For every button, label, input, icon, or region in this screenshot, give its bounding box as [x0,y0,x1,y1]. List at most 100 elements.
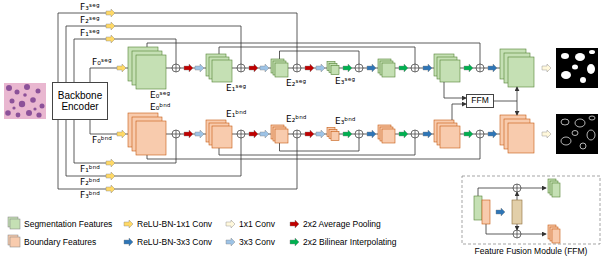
output-arrow [542,64,551,72]
encoder-box: Backbone Encoder [52,82,108,120]
skip-wire [74,120,176,163]
conv-arrow [117,130,126,138]
output-arrow [542,130,551,138]
feature-map [440,126,460,148]
cell-nucleus [16,113,21,118]
feature-stack [271,59,288,77]
sum-symbol [355,130,363,138]
inset-frame [462,176,600,244]
sum-circle [172,130,180,138]
upsample-arrow [399,130,408,138]
pool-arrow [249,64,258,72]
conv-arrow [195,64,204,72]
mask-contour [561,119,569,125]
sum-symbol [476,64,484,72]
upsample-arrow [343,64,352,72]
legend-text: ReLU-BN-3x3 Conv [137,237,212,247]
sum-circle [293,130,301,138]
conv-arrow [260,64,269,72]
cell-nucleus [30,97,36,103]
segmentation-mask [556,48,598,88]
cell-nucleus [33,107,36,110]
skip-wire [280,51,360,64]
sum-circle [293,64,301,72]
feature-stack [434,54,460,82]
sum-symbol [411,64,419,72]
sum-symbol [293,130,301,138]
feature-stack [378,59,395,77]
sum-circle [172,64,180,72]
mask-contour [575,119,585,127]
feature-stack [548,179,560,197]
feature-label: F₁ᵇⁿᵈ [80,164,100,174]
sum-cross [513,230,521,238]
cell-nucleus [40,104,45,109]
fusion-wire [452,104,466,120]
legend-swatch [10,219,20,229]
cell-nucleus [24,84,30,90]
legend-arrow [226,220,235,228]
cell-nucleus [5,110,11,116]
sum-cross [513,184,521,192]
legend-text: 2x2 Average Pooling [303,219,381,229]
sum-cross [411,64,419,72]
fusion-wire [521,234,546,235]
sum-symbol [172,64,180,72]
pool-arrow [184,64,193,72]
mask-contour [589,116,595,120]
mask-blob [589,50,595,54]
cell-nucleus [26,110,32,116]
feature-stack [271,125,288,143]
sum-cross [476,64,484,72]
skip-wire [66,120,241,176]
legend-text: 2x2 Bilinear Interpolating [303,237,397,247]
conv-arrow [106,35,115,43]
feature-map [275,129,288,143]
feature-map [382,63,395,77]
sum-symbol [355,64,363,72]
legend-swatch [10,237,20,247]
conv-arrow [106,185,115,193]
mask-contour [561,137,571,145]
legend-arrow [124,238,133,246]
feature-stack [434,120,460,148]
fusion-wire [478,188,513,196]
feature-map [136,55,166,89]
conv-arrow [260,130,269,138]
pool-arrow [305,130,314,138]
feature-label: F₂ᵇⁿᵈ [80,177,100,187]
feature-label: E₁ˢᵉᵍ [226,83,246,93]
sum-circle [476,130,484,138]
fusion-wire [517,192,518,200]
sum-circle [513,184,521,192]
sum-circle [411,64,419,72]
feature-stack [500,115,534,153]
feature-map [440,60,460,82]
feature-label: F₁ˢᵉᵍ [80,28,100,38]
sum-circle [237,64,245,72]
module-box: FFM [466,94,494,108]
sum-symbol [293,64,301,72]
feature-label: E₀ᵇⁿᵈ [150,102,170,112]
skip-wire [280,138,360,151]
pool-arrow [305,64,314,72]
legend-text: Boundary Features [24,237,96,247]
feature-stack [500,49,534,87]
feature-label: E₃ˢᵉᵍ [335,76,355,86]
feature-map [212,60,232,82]
cell-nucleus [36,89,41,94]
mask-blob [561,53,569,59]
sum-cross [172,64,180,72]
conv-arrow [195,130,204,138]
mask-blob [561,71,571,79]
sum-cross [355,130,363,138]
conv-arrow [488,64,497,72]
upsample-arrow [464,130,473,138]
sum-circle [237,130,245,138]
mask-blob [575,53,585,61]
conv-arrow [316,130,325,138]
fusion-wire [494,101,517,102]
conv-arrow [367,64,376,72]
feature-label: E₁ᵇⁿᵈ [226,109,246,119]
